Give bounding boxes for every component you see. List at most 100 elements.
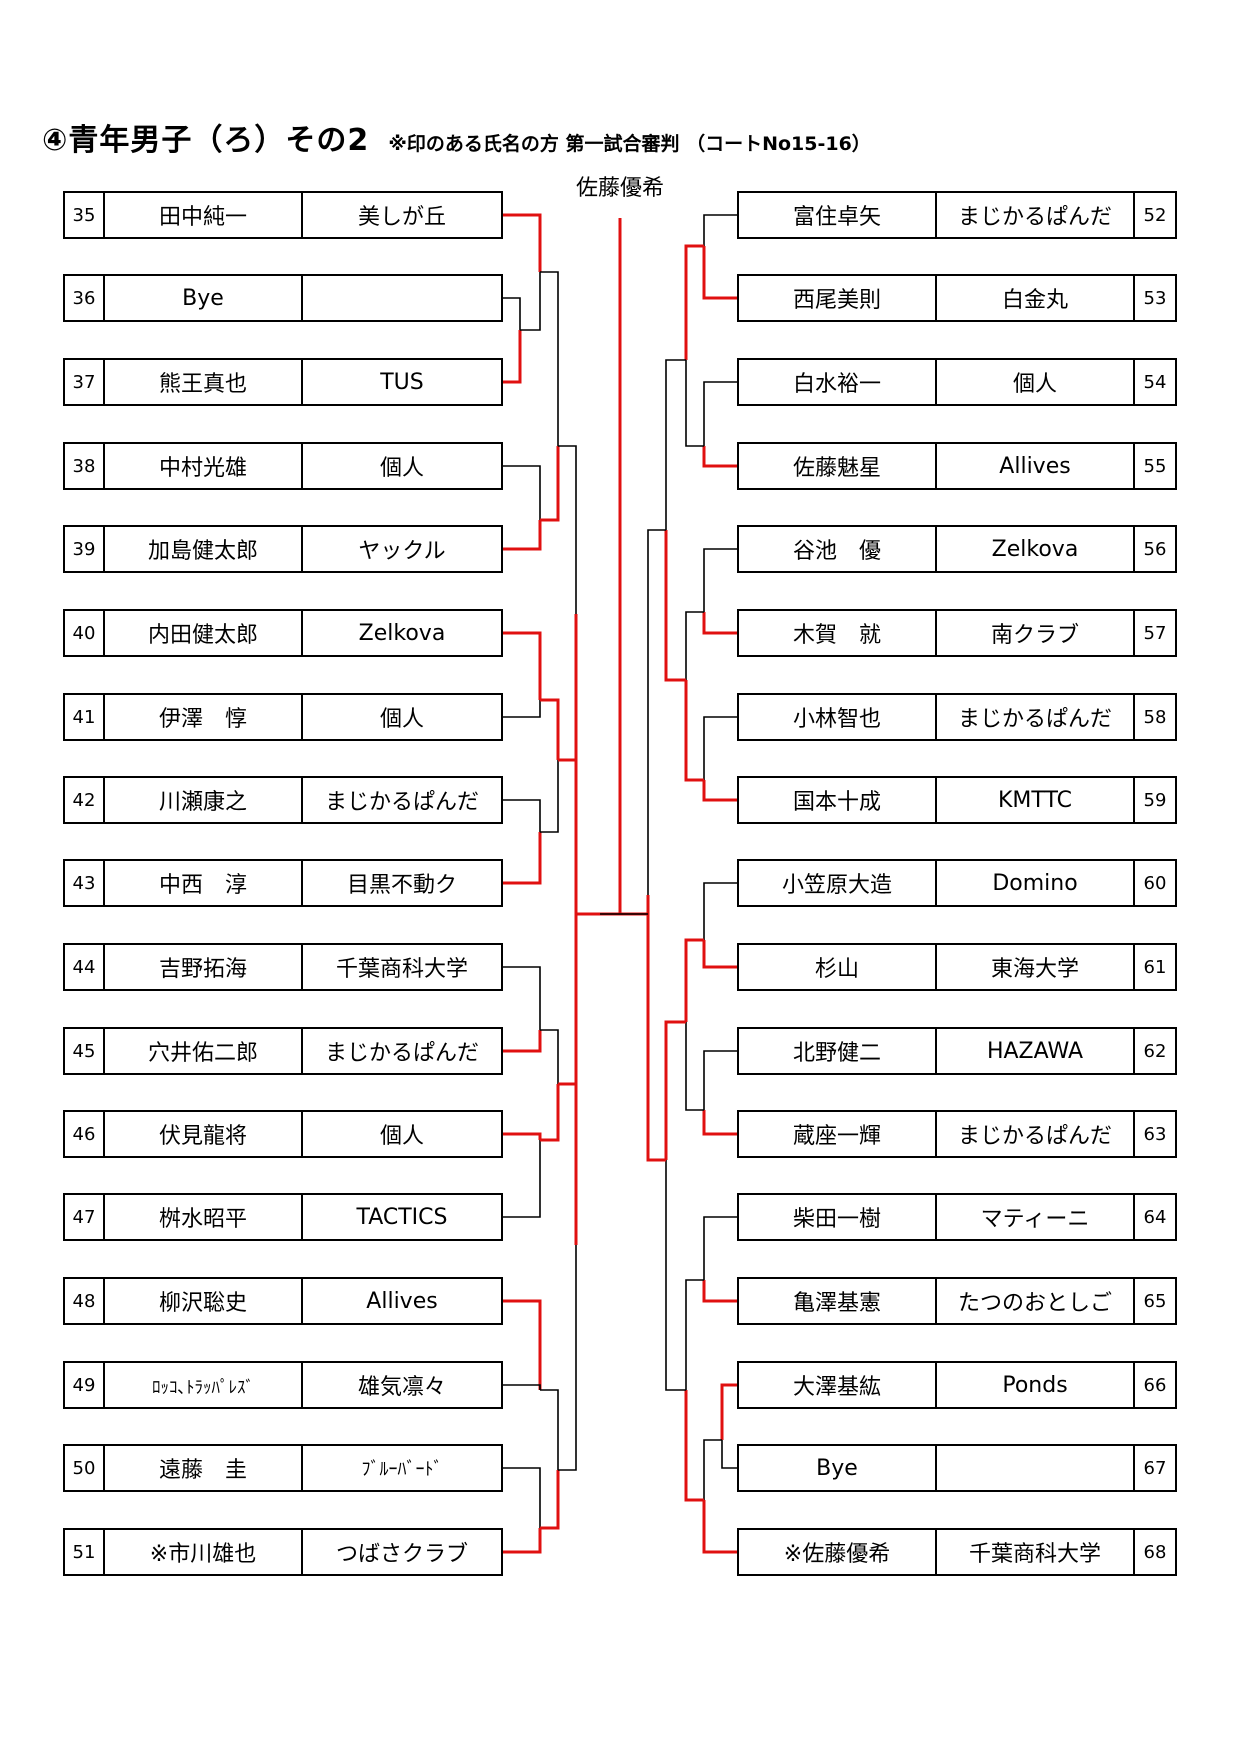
entry-number: 66 [1143, 1374, 1167, 1396]
team-name: 個人 [379, 1124, 424, 1149]
team-name: 雄気凛々 [357, 1375, 446, 1400]
winner-line [646, 895, 666, 1162]
winner-line [720, 1383, 737, 1440]
player-name: 佐藤魅星 [739, 444, 937, 488]
team-name [937, 1446, 1135, 1490]
player-name: 杉山 [739, 945, 937, 989]
team-name: TACTICS [356, 1204, 448, 1230]
team-name: Ponds [937, 1363, 1135, 1407]
player-name: 桝水昭平 [105, 1195, 303, 1239]
entry-number: 62 [1143, 1040, 1167, 1062]
winner-line [503, 832, 542, 885]
bracket-line [503, 1467, 541, 1528]
team-name: 東海大学 [937, 945, 1135, 989]
bracket-line [540, 1029, 559, 1084]
team-name: Zelkova [358, 620, 446, 646]
team-name: まじかるぱんだ [324, 790, 479, 815]
bracket-line [721, 1440, 737, 1469]
entry-number: 46 [65, 1112, 105, 1156]
team-name: TUS [380, 369, 424, 395]
team-name: たつのおとしご [937, 1279, 1135, 1323]
winner-line [503, 1299, 542, 1390]
player-name: 富住卓矢 [739, 193, 937, 237]
player-name: 木賀 就 [739, 611, 937, 655]
entry-number: 42 [65, 778, 105, 822]
entry-number: 67 [1143, 1457, 1167, 1479]
player-name: 伏見龍将 [105, 1112, 303, 1156]
player-name: 遠藤 圭 [105, 1446, 303, 1490]
team-name: 個人 [379, 707, 424, 732]
bracket-line [558, 445, 577, 614]
player-name: Bye [105, 276, 303, 320]
winner-line [702, 446, 737, 468]
player-name: 蔵座一輝 [739, 1112, 937, 1156]
team-name: ﾌﾞﾙｰﾊﾞｰﾄﾞ [361, 1459, 443, 1480]
player-name: 国本十成 [739, 778, 937, 822]
player-name: ※市川雄也 [105, 1530, 303, 1574]
entry-number: 49 [65, 1363, 105, 1407]
entry-number: 45 [65, 1029, 105, 1073]
bracket-line [503, 700, 541, 718]
winner-line [684, 244, 704, 360]
bracket-line [665, 359, 686, 530]
entry-number: 57 [1143, 622, 1167, 644]
entry-number: 56 [1143, 538, 1167, 560]
entry-number: 35 [65, 193, 105, 237]
team-name: Allives [366, 1288, 438, 1314]
winner-line [503, 1528, 542, 1554]
winner-line [540, 698, 560, 760]
bracket-line [685, 1279, 704, 1390]
entry-number: 64 [1143, 1206, 1167, 1228]
bracket-line [685, 360, 704, 447]
player-name: 穴井佑二郎 [105, 1029, 303, 1073]
team-name: つばさクラブ [335, 1542, 468, 1567]
bracket-line [503, 465, 541, 520]
team-name: まじかるぱんだ [937, 1112, 1135, 1156]
player-name: 北野健二 [739, 1029, 937, 1073]
entry-number: 36 [65, 276, 105, 320]
bracket-line [540, 760, 559, 833]
player-name: 大澤基紘 [739, 1363, 937, 1407]
entry-number: 39 [65, 527, 105, 571]
entry-number: 55 [1143, 455, 1167, 477]
winner-line [702, 780, 737, 802]
winner-line [684, 1390, 704, 1502]
winner-line [558, 614, 578, 762]
team-name: Domino [937, 861, 1135, 905]
player-name: Bye [739, 1446, 937, 1490]
entry-number: 60 [1143, 872, 1167, 894]
player-name: 伊澤 惇 [105, 695, 303, 739]
bracket-line [703, 1216, 737, 1280]
bracket-line [703, 882, 737, 940]
player-name: 田中純一 [105, 193, 303, 237]
player-name: 柴田一樹 [739, 1195, 937, 1239]
entry-number: 58 [1143, 706, 1167, 728]
bracket-line [703, 548, 737, 612]
player-name: 小笠原大造 [739, 861, 937, 905]
winner-line [684, 938, 704, 1022]
entry-number: 54 [1143, 371, 1167, 393]
player-name: 谷池 優 [739, 527, 937, 571]
bracket-line [703, 716, 737, 780]
entry-number: 48 [65, 1279, 105, 1323]
team-name: 個人 [937, 360, 1135, 404]
bracket-line [503, 1384, 541, 1390]
player-name: 加島健太郎 [105, 527, 303, 571]
team-name: 白金丸 [937, 276, 1135, 320]
winner-line [702, 1280, 737, 1303]
bracket-line [703, 381, 737, 446]
entry-number: 50 [65, 1446, 105, 1490]
player-name: ※佐藤優希 [739, 1530, 937, 1574]
winner-line [558, 1082, 578, 1245]
entry-number: 61 [1143, 956, 1167, 978]
